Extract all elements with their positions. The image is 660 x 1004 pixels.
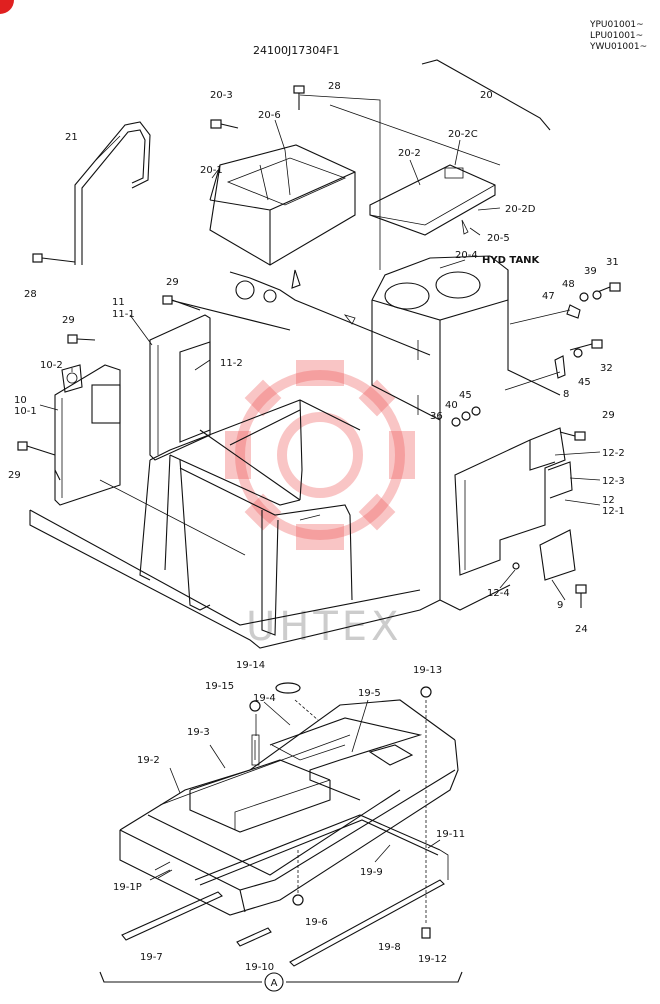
plug-19-13-icon (420, 686, 432, 698)
callout-48: 48 (562, 279, 575, 290)
upper-frame-assembly (17, 59, 621, 649)
washer-45-a-icon (573, 348, 583, 358)
callout-28-top: 28 (328, 81, 341, 92)
serial-range-1: YPU01001~ (589, 20, 644, 30)
callout-29-d: 29 (602, 410, 615, 421)
callout-47: 47 (542, 291, 555, 302)
bolt-28-left-icon (32, 253, 76, 263)
callout-19-3: 19-3 (187, 727, 210, 738)
bolt-28-top-icon (293, 85, 305, 110)
callout-19-14: 19-14 (236, 660, 265, 671)
callout-32: 32 (600, 363, 613, 374)
bolt-29-d-icon (559, 431, 586, 441)
callout-10-2: 10-2 (40, 360, 63, 371)
nut-36-icon (451, 417, 461, 427)
callout-45-b: 45 (459, 390, 472, 401)
callout-20-5: 20-5 (487, 233, 510, 244)
callout-11-1: 11-1 (112, 309, 135, 320)
serial-range-2: LPU01001~ (590, 31, 643, 41)
bolt-24-icon (575, 584, 587, 608)
callout-19-4: 19-4 (253, 693, 276, 704)
washer-48-icon (579, 292, 589, 302)
bolt-20-3-icon (210, 119, 239, 129)
callout-8: 8 (563, 389, 569, 400)
callout-20-2: 20-2 (398, 148, 421, 159)
callout-31: 31 (606, 257, 619, 268)
callout-20-1: 20-1 (200, 165, 223, 176)
section-marker-a: A (271, 978, 278, 989)
grommet-19-14-icon (275, 682, 301, 694)
callout-19-8: 19-8 (378, 942, 401, 953)
bracket-47-icon (566, 304, 581, 319)
callout-19-15: 19-15 (205, 681, 234, 692)
callout-12-2: 12-2 (602, 448, 625, 459)
hyd-tank-label: HYD TANK (482, 255, 541, 266)
callout-28-left: 28 (24, 289, 37, 300)
bolt-12-4-icon (512, 562, 520, 570)
callout-20-3: 20-3 (210, 90, 233, 101)
callout-19-9: 19-9 (360, 867, 383, 878)
washer-39-icon (592, 290, 602, 300)
callout-20-4: 20-4 (455, 250, 478, 261)
section-bracket (99, 971, 463, 992)
callout-19-12: 19-12 (418, 954, 447, 965)
watermark-text: UHTEX (246, 604, 402, 650)
serial-range-3: YWU01001~ (589, 42, 647, 52)
bolt-29-b-icon (67, 334, 96, 344)
callout-20-2d: 20-2D (505, 204, 536, 215)
callout-19-10: 19-10 (245, 962, 274, 973)
callout-10: 10 (14, 395, 27, 406)
fastener-19-6-icon (292, 894, 304, 906)
callout-21: 21 (65, 132, 78, 143)
floor-mat-assembly (119, 682, 459, 967)
bolt-29-a-icon (162, 295, 201, 311)
callout-9: 9 (557, 600, 563, 611)
callout-12: 12 (602, 495, 615, 506)
callout-19-1p: 19-1P (113, 882, 142, 893)
corner-mark-icon (0, 0, 14, 14)
callout-19-7: 19-7 (140, 952, 163, 963)
callout-39: 39 (584, 266, 597, 277)
bolt-32-icon (569, 339, 603, 351)
clip-8-icon (554, 355, 566, 379)
callout-19-13: 19-13 (413, 665, 442, 676)
callout-12-3: 12-3 (602, 476, 625, 487)
callout-19-11: 19-11 (436, 829, 465, 840)
callout-20: 20 (480, 90, 493, 101)
washer-40-icon (461, 411, 471, 421)
callout-29-a: 29 (166, 277, 179, 288)
callout-19-6: 19-6 (305, 917, 328, 928)
drawing-number: 24100J17304F1 (253, 44, 340, 57)
callout-40: 40 (445, 400, 458, 411)
callout-12-1: 12-1 (602, 506, 625, 517)
watermark-logo-icon (225, 360, 415, 550)
callout-10-1: 10-1 (14, 406, 37, 417)
callout-29-b: 29 (62, 315, 75, 326)
bolt-29-c-icon (17, 441, 56, 456)
callout-20-2c: 20-2C (448, 129, 478, 140)
callout-45-a: 45 (578, 377, 591, 388)
callout-20-6: 20-6 (258, 110, 281, 121)
callout-12-4: 12-4 (487, 588, 510, 599)
callout-11-2: 11-2 (220, 358, 243, 369)
callout-19-5: 19-5 (358, 688, 381, 699)
fastener-19-15-icon (249, 700, 261, 712)
callout-19-2: 19-2 (137, 755, 160, 766)
callout-36: 36 (430, 411, 443, 422)
callout-11: 11 (112, 297, 125, 308)
callout-29-c: 29 (8, 470, 21, 481)
washer-45-b-icon (471, 406, 481, 416)
screw-19-12-icon (421, 927, 431, 939)
callout-24: 24 (575, 624, 588, 635)
